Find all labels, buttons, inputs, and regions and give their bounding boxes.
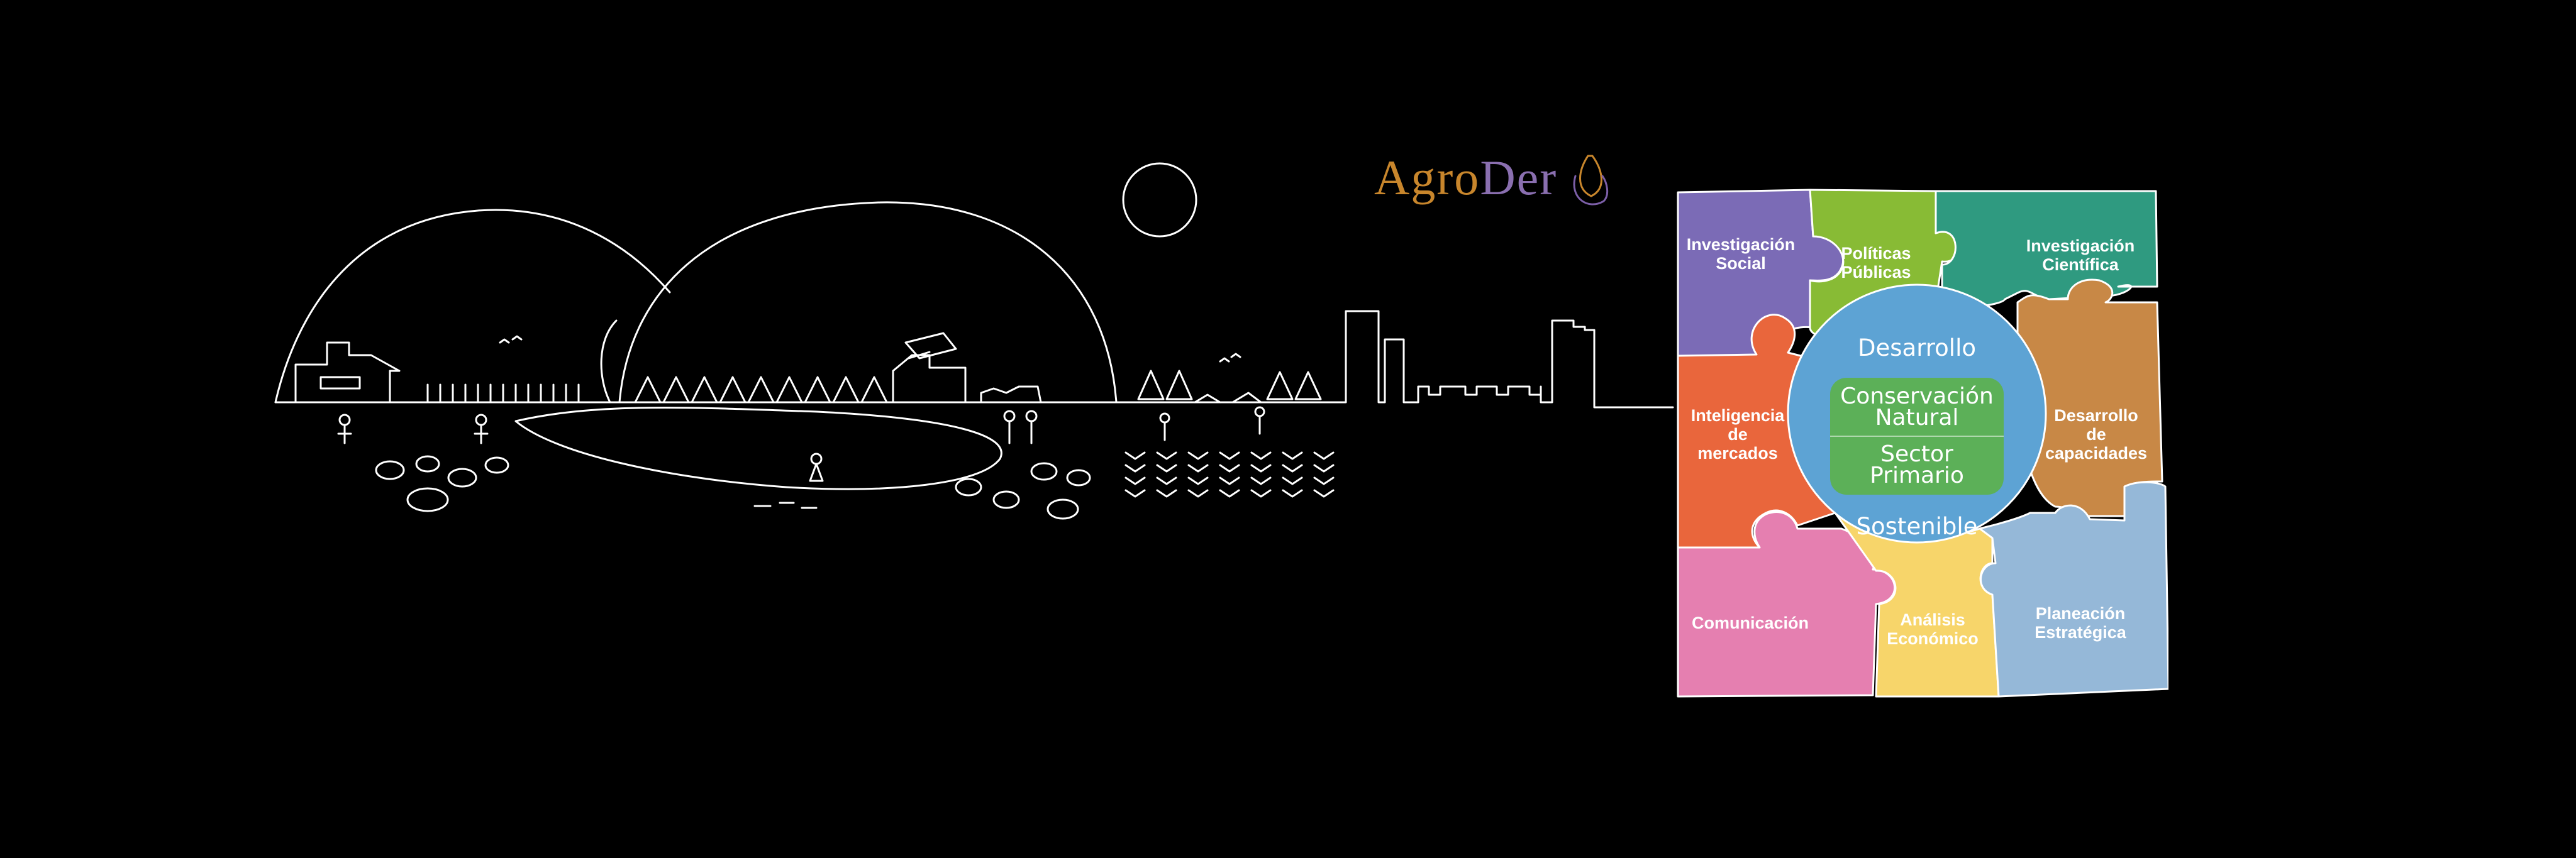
label-planeacion-estrategica: Planeación Estratégica [2035, 604, 2126, 642]
sun-icon [1122, 162, 1197, 238]
label-comunicacion: Comunicación [1691, 613, 1809, 632]
ring-label-desarrollo: Desarrollo [1858, 334, 1976, 361]
logo-part-der: Der [1480, 150, 1558, 205]
piece-investigacion-cientifica [1935, 190, 2158, 309]
triangle-trees-right [1137, 370, 1322, 400]
agroder-logo: AgroDer [1374, 150, 1557, 206]
tree-row [426, 383, 580, 404]
core-label-sector: Sector Primario [1870, 441, 1964, 488]
barn-building [294, 341, 401, 404]
livestock-pigs [375, 455, 509, 512]
left-hill [274, 209, 671, 404]
ground-skyline [274, 310, 1674, 409]
lake [514, 406, 1002, 490]
triangle-trees [634, 376, 888, 404]
label-inteligencia-mercados: Inteligencia de mercados [1690, 406, 1785, 463]
label-investigacion-cientifica: Investigación Científica [2026, 236, 2135, 274]
solar-house [892, 332, 967, 404]
core-label-conservacion: Conservación Natural [1840, 383, 1994, 431]
logo-flame-icon [1579, 155, 1602, 197]
label-politicas-publicas: Políticas Públicas [1841, 244, 1911, 282]
people-figures [337, 406, 1265, 482]
crop-field [1124, 451, 1335, 498]
dome-hill [618, 201, 1118, 404]
piece-planeacion-estrategica [1979, 481, 2170, 698]
logo-part-agro: Agro [1374, 150, 1480, 205]
label-investigacion-social: Investigación Social [1686, 235, 1796, 273]
puzzle-diagram: Investigación Social Políticas Públicas … [1665, 186, 2170, 704]
label-desarrollo-capacidades: Desarrollo de capacidades [2045, 406, 2148, 463]
livestock-sheep [955, 462, 1091, 520]
label-analisis-economico: Análisis Económico [1887, 610, 1979, 648]
ring-label-sostenible: Sostenible [1856, 513, 1978, 540]
puzzle-pieces [1677, 189, 2170, 698]
